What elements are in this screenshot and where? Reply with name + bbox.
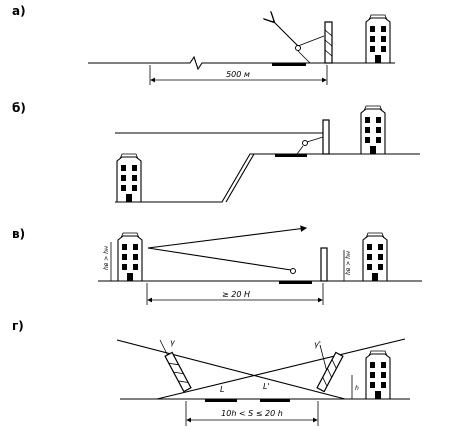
screen-left-d <box>164 351 192 393</box>
source-stem-b <box>296 145 304 155</box>
cross-line-1-d <box>116 339 346 400</box>
source-circle-b <box>302 140 308 146</box>
building-a <box>365 14 391 63</box>
building-c-left <box>117 232 143 281</box>
signal-line-a <box>297 35 325 47</box>
source-circle-c <box>290 268 296 274</box>
slope-line-b <box>225 153 255 203</box>
building-d-right <box>365 350 391 399</box>
signal-arrow-a <box>273 21 299 47</box>
angle-left-d: γ <box>170 338 176 347</box>
screen-hatch-a <box>324 39 333 47</box>
panel-a-label: а) <box>12 4 26 18</box>
panel-c-label: в) <box>12 227 25 241</box>
road-strip-left-d <box>205 399 237 402</box>
screen-pole-b <box>322 119 330 155</box>
l1-label-d: L <box>220 385 224 394</box>
source-stem-a <box>297 50 311 64</box>
building-b-left <box>116 153 142 202</box>
h-label-d: h <box>355 385 359 392</box>
dim-label-d: 10h < S ≤ 20 h <box>221 409 283 418</box>
height-tag-right-c: hв > hн <box>345 251 352 275</box>
dim-label-c: ≥ 20 Н <box>222 290 250 299</box>
screen-hatch-a <box>324 49 333 57</box>
road-strip-a <box>272 63 306 66</box>
ray-lower-c <box>147 247 292 271</box>
source-line-b <box>306 136 324 143</box>
road-strip-right-d <box>260 399 290 402</box>
building-c-right <box>362 232 388 281</box>
dim-label-a: 500 м <box>226 70 250 79</box>
source-circle-a <box>295 45 301 51</box>
screen-hatch-a <box>324 29 333 37</box>
screen-right-d <box>316 351 344 393</box>
panel-c: в) hв > hн hв > hн <box>12 225 422 305</box>
panel-d: г) γ γ' h L L' <box>12 319 410 426</box>
cross-line-2-d <box>156 338 406 400</box>
angle-guide-right-d <box>319 344 328 373</box>
panel-a: а) 500 м <box>12 4 395 85</box>
screen-pole-c <box>320 247 328 282</box>
road-strip-b <box>275 154 307 157</box>
building-b-right <box>360 105 386 154</box>
panel-b: б) <box>12 101 420 203</box>
ground-line-b <box>115 153 420 203</box>
road-strip-c <box>279 281 312 284</box>
ground-line-a <box>88 55 395 71</box>
height-tag-left-c: hв > hн <box>103 246 110 270</box>
panel-d-label: г) <box>12 319 24 333</box>
l2-label-d: L' <box>263 382 270 391</box>
ray-upper-c <box>147 225 308 249</box>
panel-b-label: б) <box>12 101 26 115</box>
angle-right-d: γ' <box>314 340 321 349</box>
